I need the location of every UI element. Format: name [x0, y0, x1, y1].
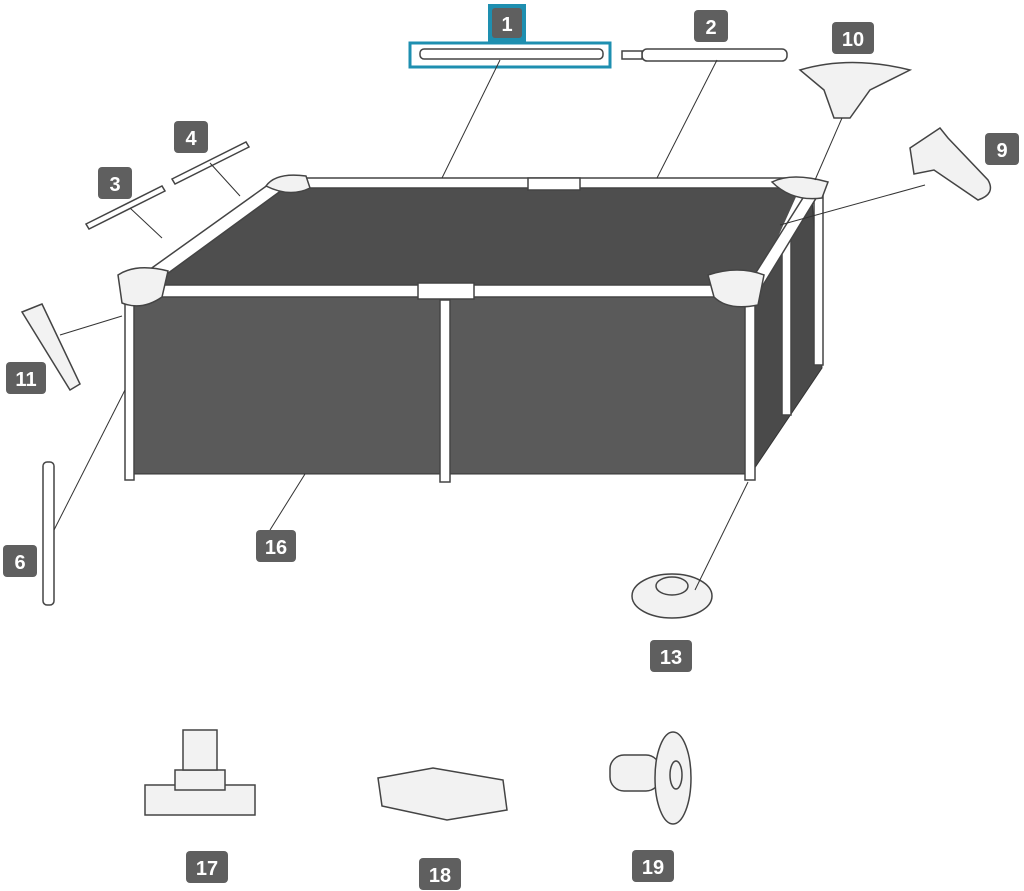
label-3: 3: [98, 167, 132, 199]
part-3-side-rail: [84, 185, 167, 230]
svg-text:11: 11: [15, 369, 36, 391]
label-9: 9: [985, 133, 1019, 165]
svg-text:6: 6: [14, 552, 25, 574]
part-17-drain-valve: [144, 729, 256, 816]
leg: [744, 299, 756, 481]
svg-text:10: 10: [842, 29, 864, 51]
label-17: 17: [186, 851, 228, 883]
svg-text:17: 17: [196, 858, 218, 880]
part-6-leg: [42, 461, 55, 606]
pool-frame: [117, 174, 829, 483]
corner-joint: [770, 176, 829, 200]
label-10: 10: [832, 22, 874, 54]
label-1: 1: [488, 4, 526, 42]
leader-lines: [53, 59, 926, 591]
label-13: 13: [650, 640, 692, 672]
rail-connector: [417, 282, 475, 300]
leg: [781, 239, 792, 416]
pool-water-surface: [135, 188, 800, 288]
svg-text:18: 18: [429, 865, 451, 887]
part-10-corner-cap: [798, 61, 913, 119]
part-13-leg-cap: [631, 573, 713, 619]
label-16: 16: [256, 530, 296, 562]
svg-text:4: 4: [185, 128, 197, 150]
leg: [124, 299, 135, 481]
corner-joint: [264, 174, 311, 194]
svg-text:13: 13: [660, 647, 682, 669]
corner-joint: [707, 269, 765, 308]
leg: [813, 194, 824, 366]
part-18-drain-cap: [377, 767, 508, 821]
label-6: 6: [3, 545, 37, 577]
svg-text:3: 3: [109, 174, 120, 196]
part-19-strainer: [609, 731, 692, 825]
svg-text:19: 19: [642, 857, 664, 879]
label-2: 2: [694, 10, 728, 42]
part-11-leg-pin: [20, 303, 81, 392]
label-18: 18: [419, 858, 461, 890]
rail-connector: [527, 177, 581, 191]
label-19: 19: [632, 850, 674, 882]
svg-text:16: 16: [265, 537, 287, 559]
label-4: 4: [174, 121, 208, 153]
label-11: 11: [6, 362, 46, 394]
svg-text:2: 2: [705, 17, 716, 39]
part-1-top-rail: [419, 48, 604, 60]
svg-text:1: 1: [501, 14, 512, 36]
leg: [439, 299, 451, 483]
part-1-highlight: [408, 41, 612, 69]
svg-text:9: 9: [996, 140, 1007, 162]
part-9-t-connector: [909, 126, 992, 201]
part-2-top-rail: [641, 48, 788, 62]
part-2-rail-end: [621, 50, 643, 60]
corner-joint: [117, 267, 169, 307]
